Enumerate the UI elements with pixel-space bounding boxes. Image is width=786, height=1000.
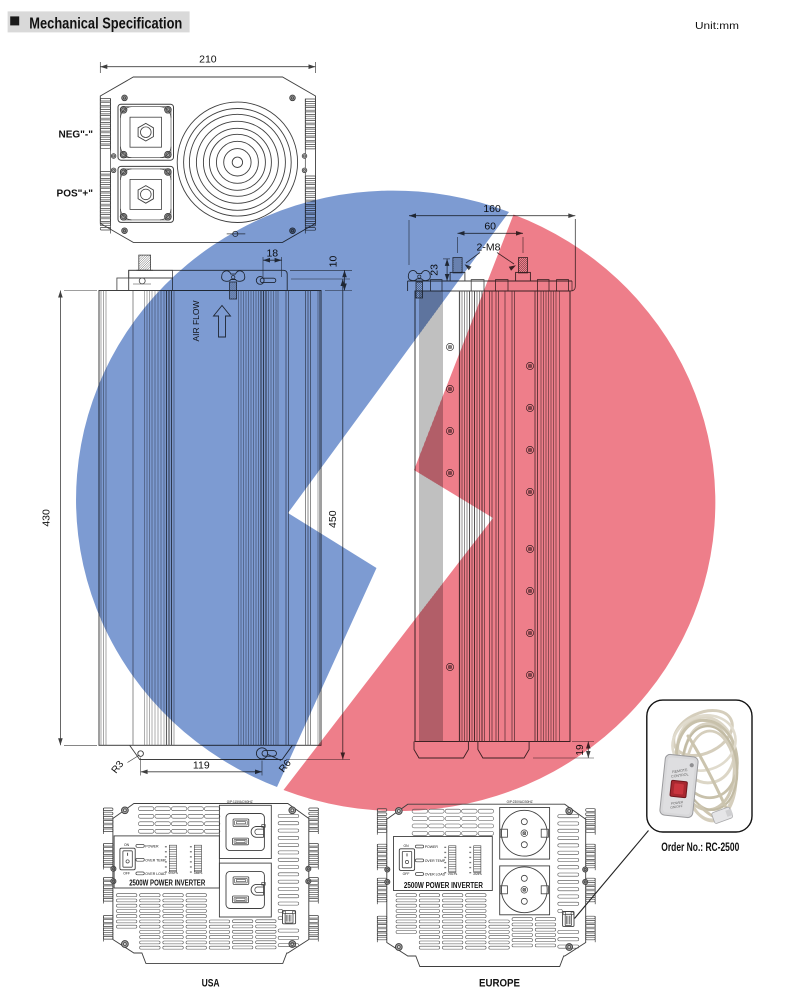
svg-text:OVER TEMP: OVER TEMP (425, 859, 446, 863)
svg-text:AMPS: AMPS (194, 871, 203, 875)
svg-text:NEG"-": NEG"-" (59, 130, 94, 141)
svg-text:CONTROL: CONTROL (671, 772, 689, 778)
svg-text:VOLTS: VOLTS (448, 872, 458, 876)
svg-text:Unit:mm: Unit:mm (695, 20, 739, 32)
svg-text:Mechanical Specification: Mechanical Specification (29, 16, 182, 33)
svg-text:2500W POWER INVERTER: 2500W POWER INVERTER (404, 881, 483, 890)
svg-text:USA: USA (202, 978, 220, 990)
svg-text:ON: ON (124, 843, 130, 847)
svg-text:OFF: OFF (123, 872, 130, 876)
svg-text:119: 119 (193, 759, 210, 771)
svg-text:ON/OFF: ON/OFF (670, 804, 683, 810)
svg-text:POS"+": POS"+" (57, 189, 94, 200)
svg-text:OVER LOAD: OVER LOAD (425, 873, 446, 877)
svg-text:ON: ON (403, 844, 409, 848)
svg-text:OVER TEMP: OVER TEMP (145, 858, 166, 862)
svg-text:AMPS: AMPS (473, 872, 482, 876)
svg-text:210: 210 (199, 54, 217, 66)
svg-text:OVER LOAD: OVER LOAD (145, 872, 166, 876)
svg-text:EUROPE: EUROPE (479, 978, 520, 990)
svg-text:O/P:230VAC/50HZ: O/P:230VAC/50HZ (507, 800, 534, 804)
svg-text:2500W POWER INVERTER: 2500W POWER INVERTER (129, 878, 205, 887)
svg-text:VOLTS: VOLTS (168, 871, 178, 875)
svg-text:430: 430 (41, 509, 53, 527)
svg-text:450: 450 (327, 510, 339, 528)
svg-text:POWER: POWER (145, 844, 159, 848)
svg-text:POWER: POWER (425, 845, 439, 849)
svg-text:O/P:115VAC/60HZ: O/P:115VAC/60HZ (227, 800, 254, 804)
svg-text:Order No.: RC-2500: Order No.: RC-2500 (661, 842, 739, 854)
svg-text:REMOTE: REMOTE (672, 768, 688, 774)
svg-text:OFF: OFF (403, 872, 410, 876)
svg-text:POWER: POWER (671, 800, 685, 806)
